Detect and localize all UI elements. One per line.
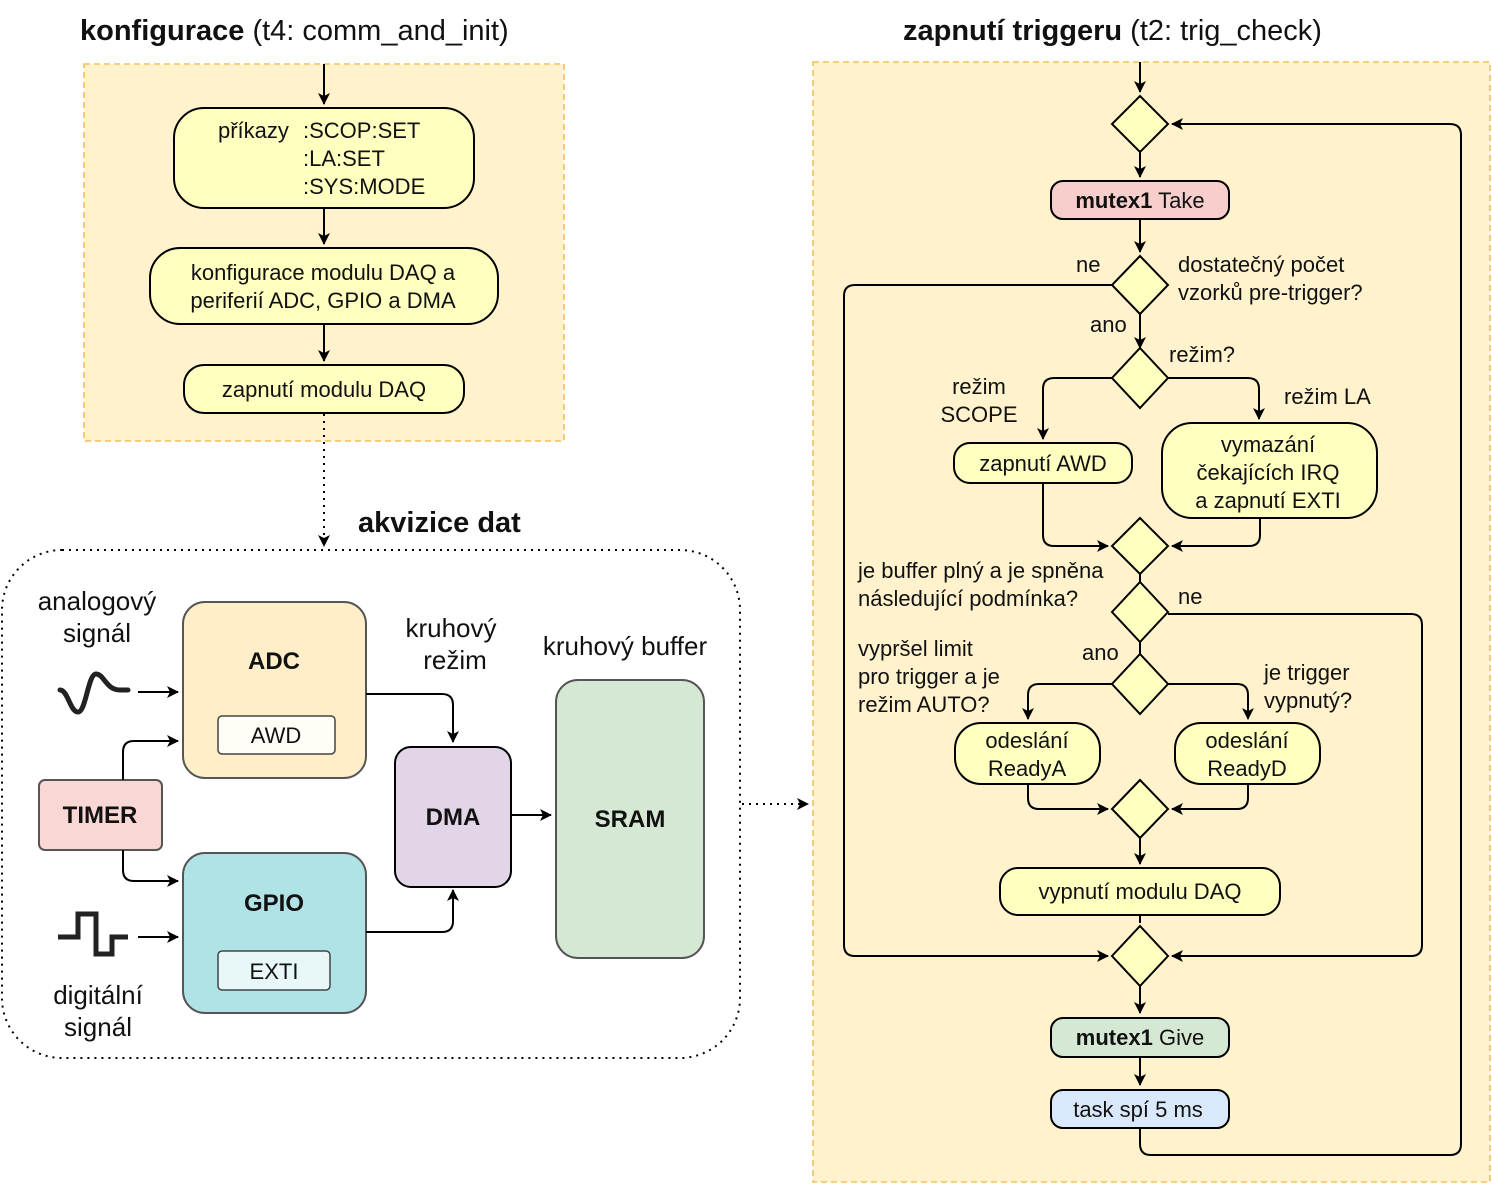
skip-left-line: [843, 284, 1112, 962]
ready-merge-diamond: [1110, 778, 1170, 840]
configure-daq-line2: periferií ADC, GPIO a DMA: [190, 288, 456, 313]
digital-signal-label-2: signál: [64, 1012, 132, 1042]
yes-label-2: ano: [1082, 640, 1119, 665]
enable-daq-box: [183, 364, 465, 414]
auto-question-3: režim AUTO?: [858, 692, 990, 717]
sram-block: [555, 679, 705, 959]
task-sleep-box: [1050, 1089, 1230, 1129]
config-title: konfigurace (t4: comm_and_init): [80, 15, 509, 47]
disabled-branch-arrow: [1168, 683, 1254, 720]
disable-daq-box: [999, 867, 1281, 916]
enable-daq-label: zapnutí modulu DAQ: [222, 377, 426, 402]
sram-label: SRAM: [595, 806, 666, 833]
exti-label: EXTI: [250, 959, 299, 984]
dma-label: DMA: [426, 804, 481, 831]
command-la-set: :LA:SET: [303, 146, 385, 171]
exti-block: [217, 950, 331, 991]
skip-right-line: [1168, 613, 1423, 962]
commands-prefix: příkazy: [218, 118, 289, 143]
gpio-to-dma-arrow: [366, 889, 459, 933]
sram-buffer-label: kruhový buffer: [543, 631, 708, 661]
send-ready-d-box: [1174, 722, 1321, 785]
dma-block: [394, 746, 512, 888]
buffer-question-2: následující podmínka?: [858, 586, 1078, 611]
analog-signal-label-1: analogový: [38, 586, 157, 616]
send-ready-a-line2: ReadyA: [988, 756, 1067, 781]
send-ready-d-line1: odeslání: [1205, 728, 1288, 753]
timer-label: TIMER: [63, 802, 138, 829]
condition-decision-diamond: [1110, 652, 1170, 716]
timer-to-gpio-arrow: [122, 850, 179, 887]
analog-wave-icon: [57, 671, 131, 715]
trigger-title: zapnutí triggeru (t2: trig_check): [903, 15, 1322, 47]
dma-mode-label-2: režim: [423, 645, 487, 675]
clear-irq-line1: vymazání: [1221, 432, 1315, 457]
timer-block: [38, 779, 163, 851]
command-scop-set: :SCOP:SET: [303, 118, 420, 143]
disable-daq-label: vypnutí modulu DAQ: [1039, 879, 1242, 904]
daq-zone: [1, 549, 741, 1059]
clear-irq-box: [1161, 422, 1378, 519]
disabled-question-2: vypnutý?: [1264, 688, 1352, 713]
mutex-take-box: [1050, 180, 1230, 220]
mode-decision-diamond: [1110, 346, 1170, 410]
auto-question-2: pro trigger a je: [858, 664, 1000, 689]
gpio-label: GPIO: [244, 890, 304, 917]
buffer-decision-diamond: [1110, 580, 1170, 644]
clear-irq-line3: a zapnutí EXTI: [1195, 488, 1341, 513]
disabled-question-1: je trigger: [1263, 660, 1350, 685]
awd-label: AWD: [251, 723, 302, 748]
send-ready-d-line2: ReadyD: [1207, 756, 1286, 781]
loop-merge-diamond: [1110, 94, 1170, 154]
auto-branch-arrow: [1022, 683, 1112, 720]
mutex-give-box: [1050, 1017, 1230, 1058]
command-sys-mode: :SYS:MODE: [303, 174, 425, 199]
scope-mode-label-1: režim: [952, 374, 1006, 399]
pretrigger-decision-diamond: [1110, 254, 1170, 316]
pretrigger-question-1: dostatečný počet: [1178, 252, 1344, 277]
adc-label: ADC: [248, 648, 300, 675]
timer-to-adc-arrow: [122, 735, 179, 780]
scope-mode-label-2: SCOPE: [940, 402, 1017, 427]
adc-to-dma-arrow: [366, 693, 459, 743]
yes-label-1: ano: [1090, 312, 1127, 337]
auto-question-1: vypršel limit: [858, 636, 973, 661]
digital-signal-label-1: digitální: [53, 980, 143, 1010]
mode-question: režim?: [1169, 342, 1235, 367]
no-label-2: ne: [1178, 584, 1202, 609]
enable-awd-label: zapnutí AWD: [979, 451, 1107, 476]
clear-irq-line2: čekajících IRQ: [1196, 460, 1339, 485]
final-merge-diamond: [1110, 924, 1170, 988]
awd-to-merge-arrow: [1042, 483, 1109, 552]
daq-title: akvizice dat: [358, 507, 521, 539]
la-mode-label: režim LA: [1284, 384, 1371, 409]
irq-to-merge-arrow: [1171, 518, 1261, 552]
mode-merge-diamond: [1110, 516, 1170, 576]
send-ready-a-line1: odeslání: [985, 728, 1068, 753]
main-loop-back-line: [1139, 118, 1462, 1156]
la-branch-arrow: [1168, 377, 1265, 420]
enable-awd-box: [953, 442, 1133, 484]
ready-a-to-merge-arrow: [1027, 784, 1109, 815]
no-label-1: ne: [1076, 252, 1100, 277]
ready-d-to-merge-arrow: [1171, 784, 1249, 815]
send-ready-a-box: [954, 722, 1101, 785]
mutex-give-label: mutex1 Give: [1076, 1025, 1204, 1050]
digital-wave-icon: [58, 911, 128, 957]
configure-daq-line1: konfigurace modulu DAQ a: [191, 260, 456, 285]
buffer-question-1: je buffer plný a je spněna: [857, 558, 1104, 583]
scope-branch-arrow: [1037, 377, 1112, 440]
mutex-take-label: mutex1 Take: [1075, 188, 1204, 213]
dma-mode-label-1: kruhový: [405, 613, 496, 643]
pretrigger-question-2: vzorků pre-trigger?: [1178, 280, 1363, 305]
awd-block: [217, 715, 336, 755]
analog-signal-label-2: signál: [63, 618, 131, 648]
task-sleep-label: task spí 5 ms: [1073, 1097, 1203, 1122]
